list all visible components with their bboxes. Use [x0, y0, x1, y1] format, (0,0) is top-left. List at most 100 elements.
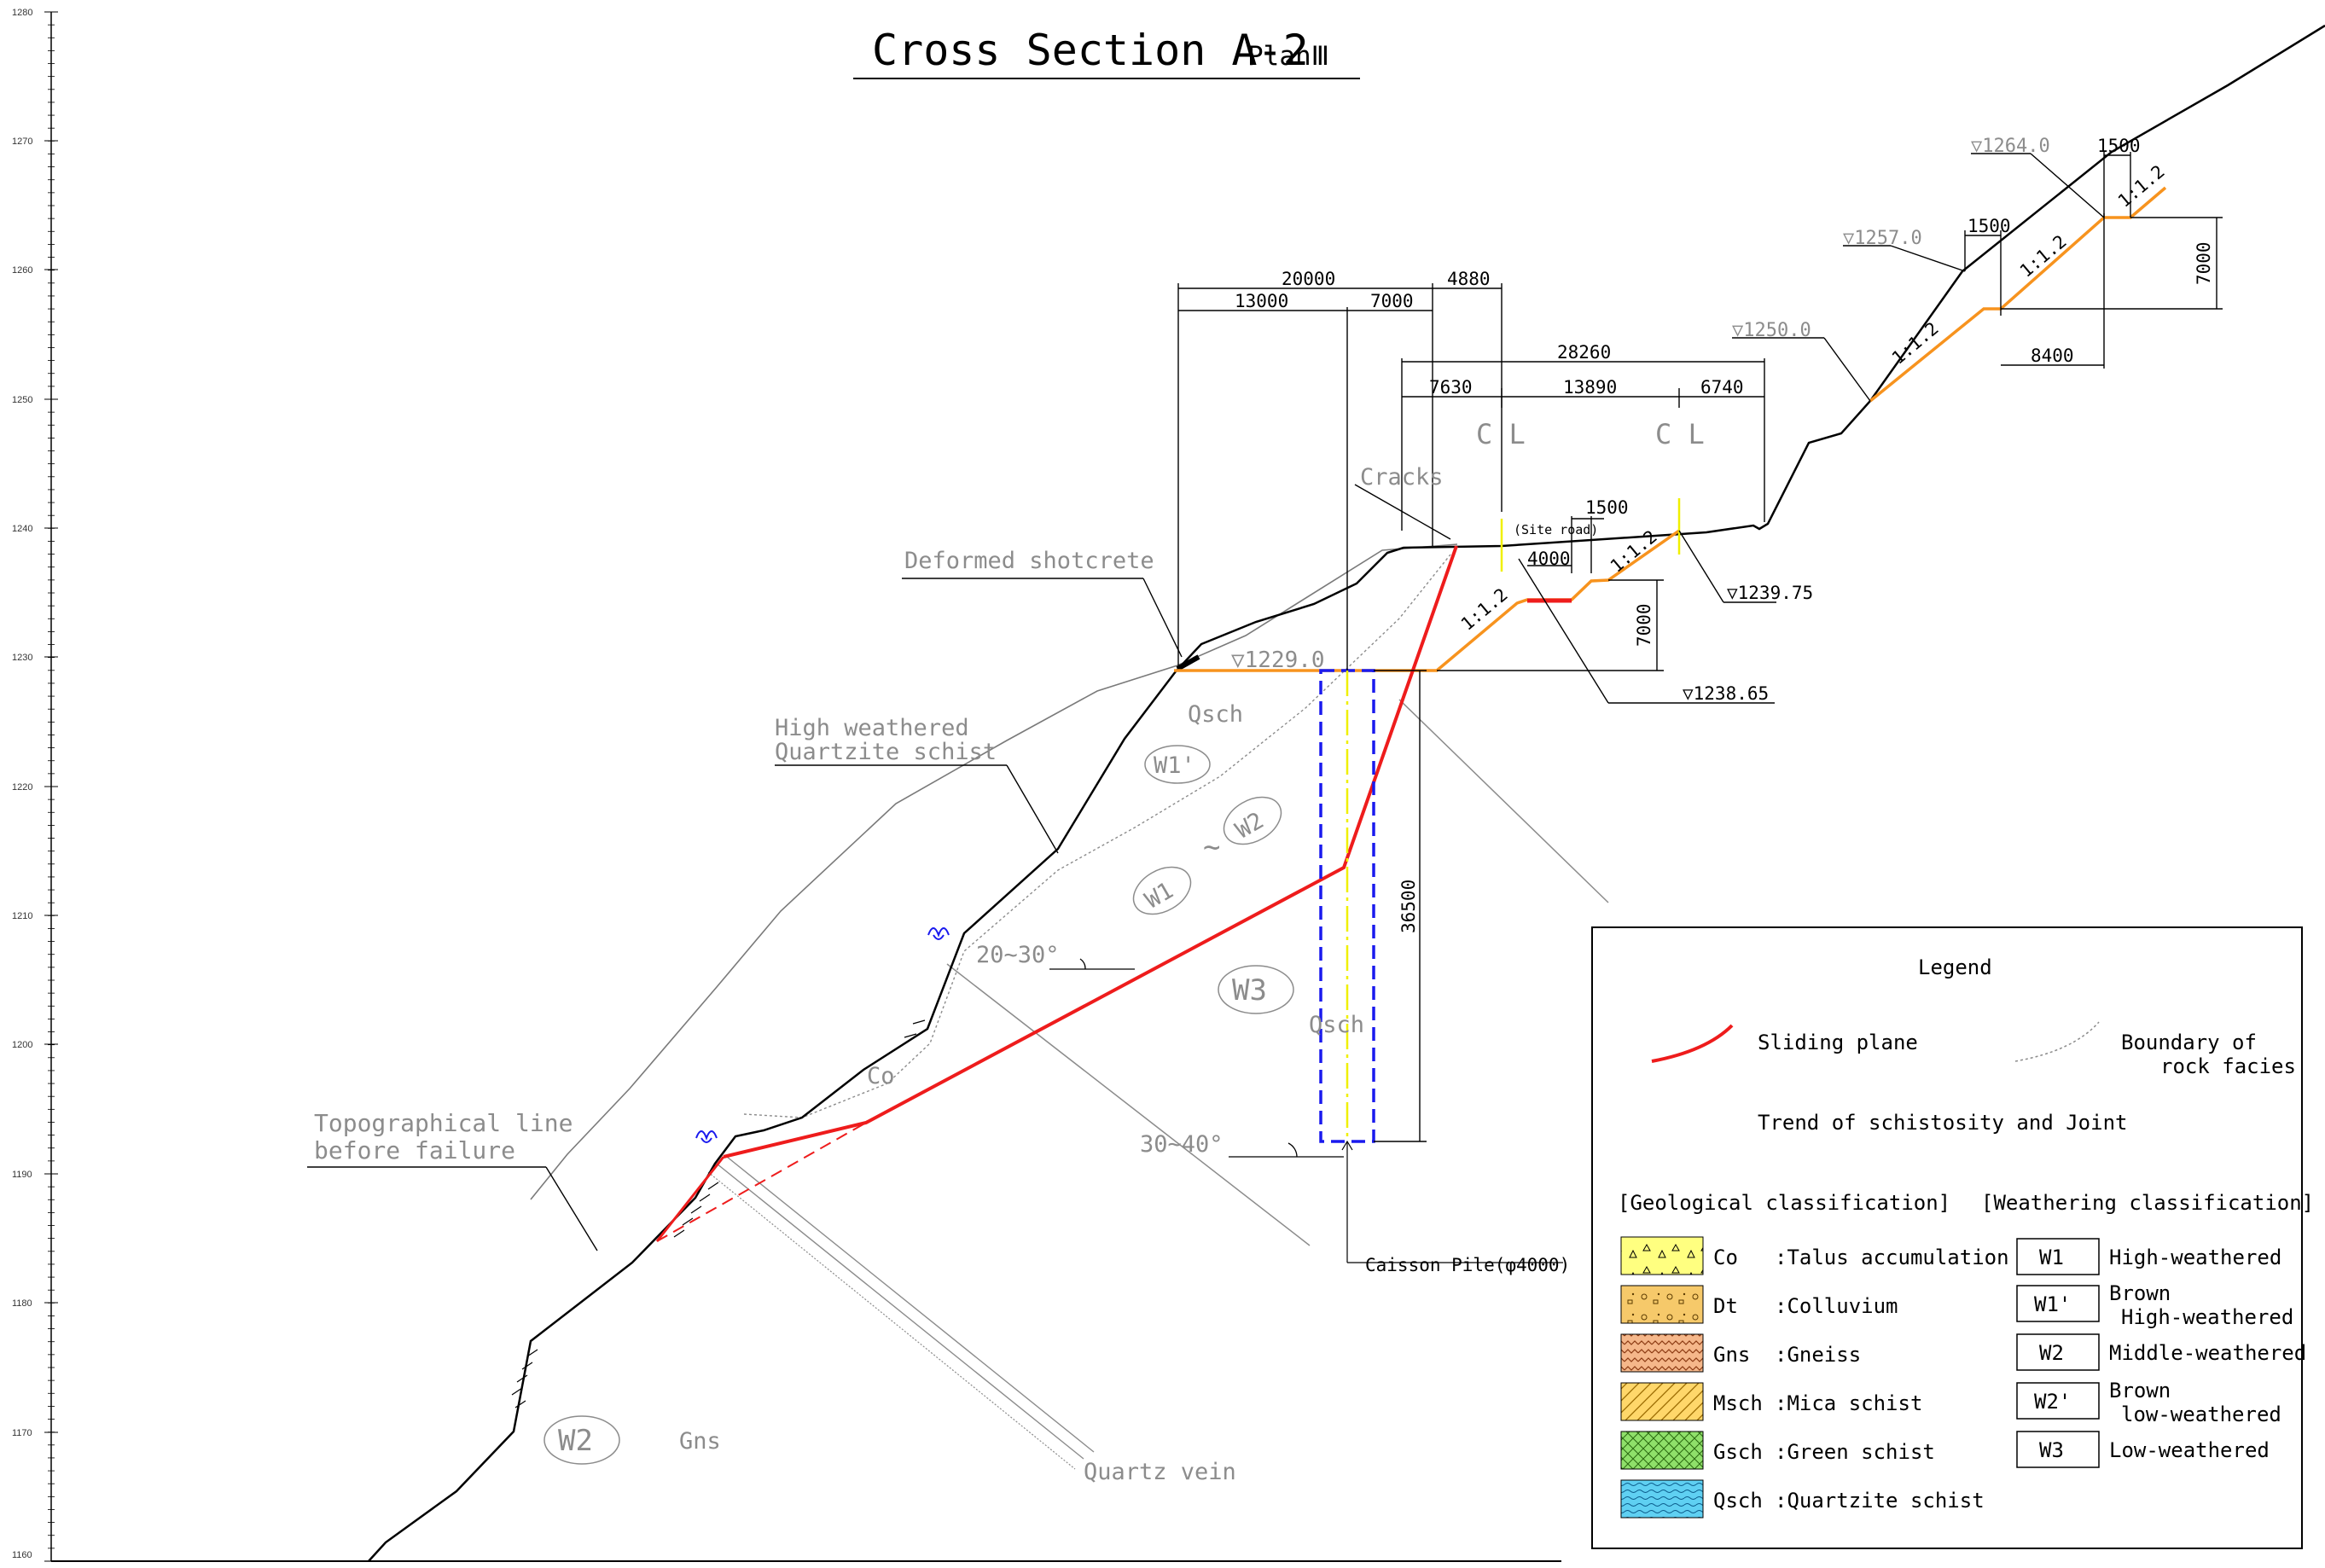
dim-4880: 4880: [1447, 269, 1491, 289]
weathering-desc: low-weathered: [2121, 1402, 2281, 1426]
dimension-lines: [307, 152, 2223, 1251]
w3-label: W3: [1232, 973, 1267, 1008]
caisson-pile-label: Caisson Pile(φ4000): [1365, 1255, 1570, 1275]
qsch-label: Qsch: [1188, 701, 1243, 728]
legend-geo-item: Gns :Gneiss: [1620, 1333, 1861, 1373]
slope-ratio: 1:1.2: [1888, 318, 1943, 369]
schistosity-trend-lines: [707, 699, 1609, 1470]
w2-lower-label: W2: [558, 1424, 593, 1458]
geo-desc: :Gneiss: [1775, 1343, 1861, 1367]
weathering-desc: Middle-weathered: [2109, 1341, 2306, 1365]
slope-ratio: 1:1.2: [1607, 526, 1661, 577]
axis-tick-label: 1260: [12, 265, 32, 276]
dim-13000: 13000: [1235, 291, 1288, 311]
axis-tick-label: 1240: [12, 524, 32, 534]
axis-tick-label: 1250: [12, 395, 32, 405]
slope-ratio: 1:1.2: [2114, 161, 2169, 212]
legend-weathering-item: W2 Middle-weathered: [2016, 1333, 2306, 1371]
centerline-label: C L: [1655, 418, 1705, 450]
co-label: Co: [867, 1063, 895, 1089]
weathering-desc: Brown: [2109, 1281, 2171, 1305]
legend-geo-item: Dt :Colluvium: [1620, 1285, 1898, 1324]
legend-weathering-item: W1' Brown High-weathered: [2016, 1281, 2293, 1329]
weathering-code: W2: [2039, 1341, 2064, 1365]
geo-code: Msch: [1713, 1391, 1763, 1415]
caisson-pile: [1319, 669, 1563, 1263]
weathering-desc: Brown: [2109, 1379, 2171, 1402]
elevation-axis: 1280 1270 1260 1250 1240 1230 1220 1210 …: [12, 8, 1561, 1562]
title-main: Cross Section A-2: [872, 26, 1309, 75]
geo-code: Dt: [1713, 1294, 1738, 1318]
legend-geo-item: Co :Talus accumulation: [1620, 1236, 2009, 1275]
elev-1264: ▽1264.0: [1971, 136, 2050, 157]
center-lines: [1500, 498, 1681, 572]
elevation-labels: ▽1264.0 ▽1257.0 ▽1250.0 ▽1239.75 ▽1238.6…: [1231, 136, 2050, 704]
geo-code: Qsch: [1713, 1489, 1763, 1513]
boundary-swatch: [2014, 1021, 2100, 1062]
axis-tick-label: 1230: [12, 653, 32, 663]
high-weathered-label: High weathered: [775, 715, 969, 741]
elev-1239: ▽1239.75: [1727, 583, 1813, 603]
geo-desc: :Green schist: [1775, 1440, 1935, 1464]
weathering-code: W1': [2034, 1292, 2071, 1316]
rock-facies-boundary: [743, 554, 1451, 1118]
sliding-plane-swatch: [1651, 1024, 1734, 1063]
legend-sliding-plane: Sliding plane: [1758, 1031, 1918, 1054]
quartzite-schist-label: Quartzite schist: [775, 739, 997, 765]
weathering-code: W2': [2034, 1390, 2071, 1414]
legend-box: Legend Sliding plane Boundary of rock fa…: [1591, 926, 2314, 1549]
spring-water-icon: [695, 927, 950, 1143]
legend-boundary: rock facies: [2160, 1054, 2296, 1078]
legend-weathering-item: W3 Low-weathered: [2016, 1431, 2270, 1468]
dim-36500: 36500: [1398, 880, 1419, 933]
dim-1500-a: 1500: [1968, 216, 2011, 236]
geo-desc: :Mica schist: [1775, 1391, 1922, 1415]
axis-tick-label: 1210: [12, 911, 32, 921]
weathering-desc: High-weathered: [2121, 1305, 2293, 1329]
centerline-label: C L: [1476, 418, 1526, 450]
legend-geo-header: [Geological classification]: [1618, 1191, 1950, 1215]
legend-boundary: Boundary of: [2121, 1031, 2257, 1054]
elev-1250: ▽1250.0: [1732, 320, 1811, 341]
angle-30-40-label: 30~40°: [1140, 1131, 1224, 1158]
legend-geo-item: Qsch :Quartzite schist: [1620, 1479, 1985, 1519]
geo-code: Gsch: [1713, 1440, 1763, 1464]
topo-line-label: before failure: [314, 1136, 515, 1164]
legend-title: Legend: [1918, 955, 1992, 979]
axis-tick-label: 1270: [12, 136, 32, 147]
axis-tick-label: 1220: [12, 782, 32, 793]
section-annotations: C L C L Cracks (Site road) Deformed shot…: [314, 418, 1705, 1485]
geo-desc: :Talus accumulation: [1775, 1246, 2009, 1269]
qsch-label: Qsch: [1309, 1012, 1364, 1038]
deformed-shotcrete-label: Deformed shotcrete: [904, 548, 1154, 574]
weathering-code: W3: [2039, 1438, 2064, 1462]
site-road-label: (Site road): [1514, 522, 1598, 537]
weathering-desc: High-weathered: [2109, 1246, 2281, 1269]
legend-geo-item: Msch :Mica schist: [1620, 1382, 1922, 1421]
dim-7000: 7000: [1370, 291, 1414, 311]
geo-code: Co: [1713, 1246, 1738, 1269]
weathering-code: W1: [2039, 1246, 2064, 1269]
elev-1238: ▽1238.65: [1683, 683, 1769, 704]
topo-line-label: Topographical line: [314, 1109, 573, 1137]
slope-ratio: 1:1.2: [1457, 584, 1512, 635]
axis-major-ticks: [44, 11, 58, 1562]
dim-1500-site: 1500: [1585, 497, 1629, 518]
legend-weathering-item: W1 High-weathered: [2016, 1238, 2281, 1275]
quartz-vein-label: Quartz vein: [1084, 1459, 1236, 1485]
geo-desc: :Colluvium: [1775, 1294, 1898, 1318]
legend-geo-item: Gsch :Green schist: [1620, 1431, 1935, 1470]
dim-28260: 28260: [1557, 342, 1611, 363]
axis-tick-label: 1160: [12, 1550, 32, 1560]
title-plan: PlanⅢ: [1247, 41, 1329, 72]
cracks-label: Cracks: [1360, 464, 1444, 491]
tilde-label: ~: [1203, 830, 1220, 864]
elev-1257: ▽1257.0: [1843, 228, 1922, 249]
topographic-line-before-failure: [530, 543, 1458, 1200]
weathering-desc: Low-weathered: [2109, 1438, 2270, 1462]
dim-1500-b: 1500: [2097, 136, 2141, 156]
drawing-title: Cross Section A-2 PlanⅢ: [853, 26, 1360, 79]
legend-weathering-header: [Weathering classification]: [1981, 1191, 2314, 1215]
elev-1229: ▽1229.0: [1231, 648, 1325, 673]
angle-markers: [1049, 958, 1344, 1158]
